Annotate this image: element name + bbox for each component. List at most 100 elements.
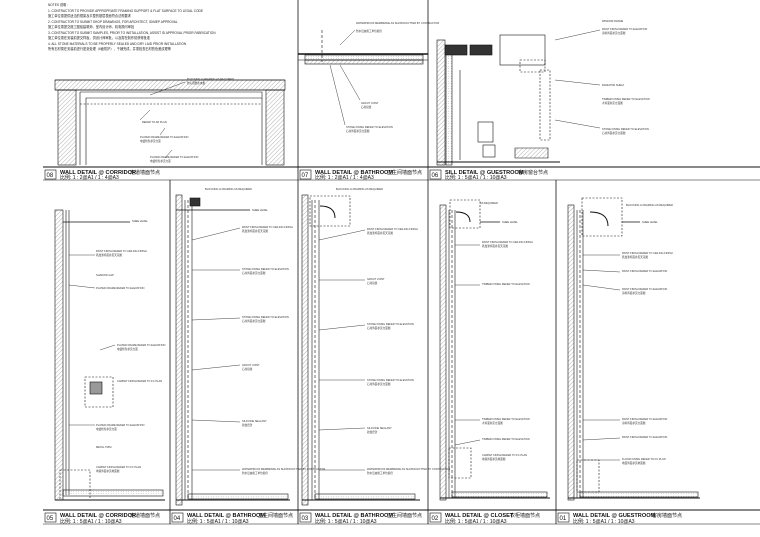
notes-line: 3. CONTRACTOR TO SUBMIT SAMPLES, PRIOR T… xyxy=(48,31,216,35)
callout-text: 硅胶密封 xyxy=(242,423,253,427)
sheet-grid xyxy=(43,0,760,525)
notes-line: 施工单位需在安装前提交样板，供设计师审批，以及需在制作前获得批准 xyxy=(48,35,151,40)
callout-text: PLATED FRAME REFER TO ELEVATION xyxy=(150,155,198,159)
detail-title-cn: 卫生间墙面节点 xyxy=(387,169,422,176)
title-block-02: 02 WALL DETAIL @ CLOSET 衣柜墙面节点 比例: 1 : 5… xyxy=(429,512,540,525)
notes-line: 所有石材需在安装前进行密封处理（6面防护），干铺完成，并需检查石材的色差纹理等 xyxy=(48,46,172,51)
callout-text: PAINT FINISH REFER TO ELEVATION xyxy=(622,269,667,273)
detail-title: WALL DETAIL @ GUESTROOM xyxy=(573,513,656,519)
detail-number: 02 xyxy=(432,516,439,522)
callout-text: 乳胶漆饰面参见天花图 xyxy=(622,255,648,259)
detail-02-labels: AS REQUIRED SHEE LEVEL PAINT FINISH REFE… xyxy=(480,201,533,461)
callout-text: PAINT FINISH REFER TO ELEVATION xyxy=(622,287,667,291)
detail-number: 06 xyxy=(432,173,439,179)
notes-line: 4. ALL STONE MATERIALS TO BE PROPERLY SE… xyxy=(48,42,187,46)
detail-scale: 比例: 1 : 5@A1 / 1 : 10@A3 xyxy=(187,518,249,525)
detail-number: 07 xyxy=(302,173,309,179)
callout-text: WATERPROOF MEMBRANE AS SHOWN DOTTED BY C… xyxy=(367,467,450,471)
title-block-03: 03 WALL DETAIL @ BATHROOM 卫生间墙面节点 比例: 1 … xyxy=(299,512,422,525)
detail-scale: 比例: 1 : 2@A1 / 1 : 4@A3 xyxy=(315,174,374,181)
callout-text: METAL TRIM xyxy=(96,445,111,449)
callout-text: PAINT FINISH REFER TO CEILING FINISH xyxy=(242,225,293,229)
detail-title: WALL DETAIL @ BATHROOM xyxy=(315,170,393,176)
detail-03-labels: BLOCKING & FRAMING AS REQUIRED PAINT FIN… xyxy=(336,187,450,475)
title-block-06: 06 SILL DETAIL @ GUESTROOM 客房窗台节点 比例: 1 … xyxy=(429,169,548,181)
notes-line: NOTES 说明 : xyxy=(48,2,68,7)
detail-number: 03 xyxy=(302,516,309,522)
notes-line: 施工单位需提供适当的框架及平整的基层表面符合法规要求 xyxy=(48,13,132,18)
detail-title: WALL DETAIL @ CORRIDOR xyxy=(60,513,136,519)
callout-text: AS REQUIRED xyxy=(480,201,498,205)
callout-text: STONE FINISH REFER TO ELEVATION xyxy=(367,322,414,326)
detail-title-cn: 衣柜墙面节点 xyxy=(510,512,540,519)
callout-text: 地毯饰面参见地面图 xyxy=(96,469,120,473)
callout-text: WINDOW FRAME xyxy=(602,19,623,23)
callout-text: GROUT JOINT xyxy=(367,277,385,281)
detail-title-cn: 走道墙面节点 xyxy=(130,169,160,176)
detail-08-labels: BLOCKING & FRAMING AS REQUIRED 防火阻燃木夹板 R… xyxy=(140,77,234,163)
notes-line: 施工单位需提交施工图给建筑师、室内设计师、机电顾问审批 xyxy=(48,24,135,29)
callout-text: PLATED FRAME REFER TO ELEVATION xyxy=(140,135,188,139)
callout-text: SHEE LEVEL xyxy=(502,220,518,224)
callout-text: SHEE LEVEL xyxy=(252,208,268,212)
detail-title: WALL DETAIL @ CLOSET xyxy=(445,513,514,519)
callout-text: BLOCKING & FRAMING AS REQUIRED xyxy=(205,187,252,191)
callout-text: STONE FINISH REFER TO ELEVATION xyxy=(346,125,393,129)
title-block-04: 04 WALL DETAIL @ BATHROOM 卫生间墙面节点 比例: 1 … xyxy=(171,512,293,525)
callout-text: 防水层由施工单位提供 xyxy=(367,471,393,475)
callout-text: SILICONE SEALANT xyxy=(367,426,392,430)
callout-text: PAINT FINISH REFER TO CEILING FINISH xyxy=(482,240,533,244)
detail-number: 08 xyxy=(47,173,54,179)
detail-number: 04 xyxy=(174,516,181,522)
title-block-05: 05 WALL DETAIL @ CORRIDOR 走道墙面节点 比例: 1 :… xyxy=(44,512,160,525)
callout-text: 乳胶漆饰面参见天花图 xyxy=(482,244,508,248)
callout-text: 电镀框架参见立面 xyxy=(150,159,171,163)
callout-text: STONE FINISH REFER TO ELEVATION xyxy=(242,267,289,271)
callout-text: 石材饰面参见立面图 xyxy=(242,271,266,275)
detail-06-drawing xyxy=(436,29,601,166)
callout-text: 涂料饰面参见立面图 xyxy=(622,291,646,295)
callout-text: 乳胶漆饰面参见天花图 xyxy=(367,231,393,235)
general-notes: NOTES 说明 : 1. CONTRACTOR TO PROVIDE APPR… xyxy=(48,2,216,51)
detail-02-drawing xyxy=(439,199,550,501)
callout-text: 石材接缝 xyxy=(242,367,253,371)
callout-text: TIMBER FINISH REFER TO ELEVATION xyxy=(482,437,530,441)
detail-scale: 比例: 1 : 5@A1 / 1 : 10@A3 xyxy=(60,518,122,525)
callout-text: 防水层由施工单位提供 xyxy=(242,471,268,475)
callout-text: CARPET FINISH REFER TO FC PLAN xyxy=(117,379,162,383)
detail-scale: 比例: 1 : 5@A1 / 1 : 10@A3 xyxy=(573,518,635,525)
detail-title-cn: 卫生间墙面节点 xyxy=(258,512,293,519)
callout-text: 石材接缝 xyxy=(367,281,378,285)
detail-title-cn: 卫生间墙面节点 xyxy=(387,512,422,519)
callout-text: BLOCKING & FRAMING AS REQUIRED xyxy=(626,203,673,207)
callout-text: 电镀框架参见立面 xyxy=(117,347,138,351)
detail-title: WALL DETAIL @ BATHROOM xyxy=(315,513,393,519)
callout-text: 乳胶漆饰面参见天花图 xyxy=(96,253,122,257)
callout-text: 乳胶漆饰面参见天花图 xyxy=(242,229,268,233)
notes-line: 1. CONTRACTOR TO PROVIDE APPROPRIATE FRA… xyxy=(48,9,203,13)
detail-05-labels: SHEE LEVEL PAINT FINISH REFER TO CEILING… xyxy=(96,219,165,473)
callout-text: SHEE LEVEL xyxy=(642,220,658,224)
callout-text: REFER TO AR PLAN xyxy=(142,120,167,124)
callout-text: BLOCKING & FRAMING AS REQUIRED xyxy=(187,77,234,81)
detail-04-labels: BLOCKING & FRAMING AS REQUIRED SHEE LEVE… xyxy=(205,187,325,475)
detail-title: SILL DETAIL @ GUESTROOM xyxy=(445,170,524,176)
callout-text: 石材接缝 xyxy=(361,105,372,109)
callout-text: 涂料饰面参见立面图 xyxy=(622,421,646,425)
detail-title: WALL DETAIL @ BATHROOM xyxy=(187,513,265,519)
callout-text: 电镀框架参见立面 xyxy=(140,139,161,143)
callout-text: 地面饰面参见地面图 xyxy=(622,461,646,465)
detail-05-drawing xyxy=(54,209,165,501)
callout-text: CARPET FINISH REFER TO FC PLAN xyxy=(482,453,527,457)
detail-title-cn: 客房窗台节点 xyxy=(518,169,548,176)
callout-text: BLOCKING & FRAMING AS REQUIRED xyxy=(336,187,383,191)
detail-07-labels: WATERPROOF MEMBRANE AS SHOWN DOTTED BY C… xyxy=(346,21,439,133)
title-block-07: 07 WALL DETAIL @ BATHROOM 卫生间墙面节点 比例: 1 … xyxy=(299,169,422,181)
detail-01-labels: BLOCKING & FRAMING AS REQUIRED SHEE LEVE… xyxy=(622,203,673,465)
callout-text: 电镀框架参见立面 xyxy=(96,427,117,431)
callout-text: STONE FINISH REFER TO ELEVATION xyxy=(242,315,289,319)
detail-number: 01 xyxy=(560,516,567,522)
callout-text: 木饰面参见立面图 xyxy=(602,101,623,105)
callout-text: SHADOW GAP xyxy=(96,273,114,277)
